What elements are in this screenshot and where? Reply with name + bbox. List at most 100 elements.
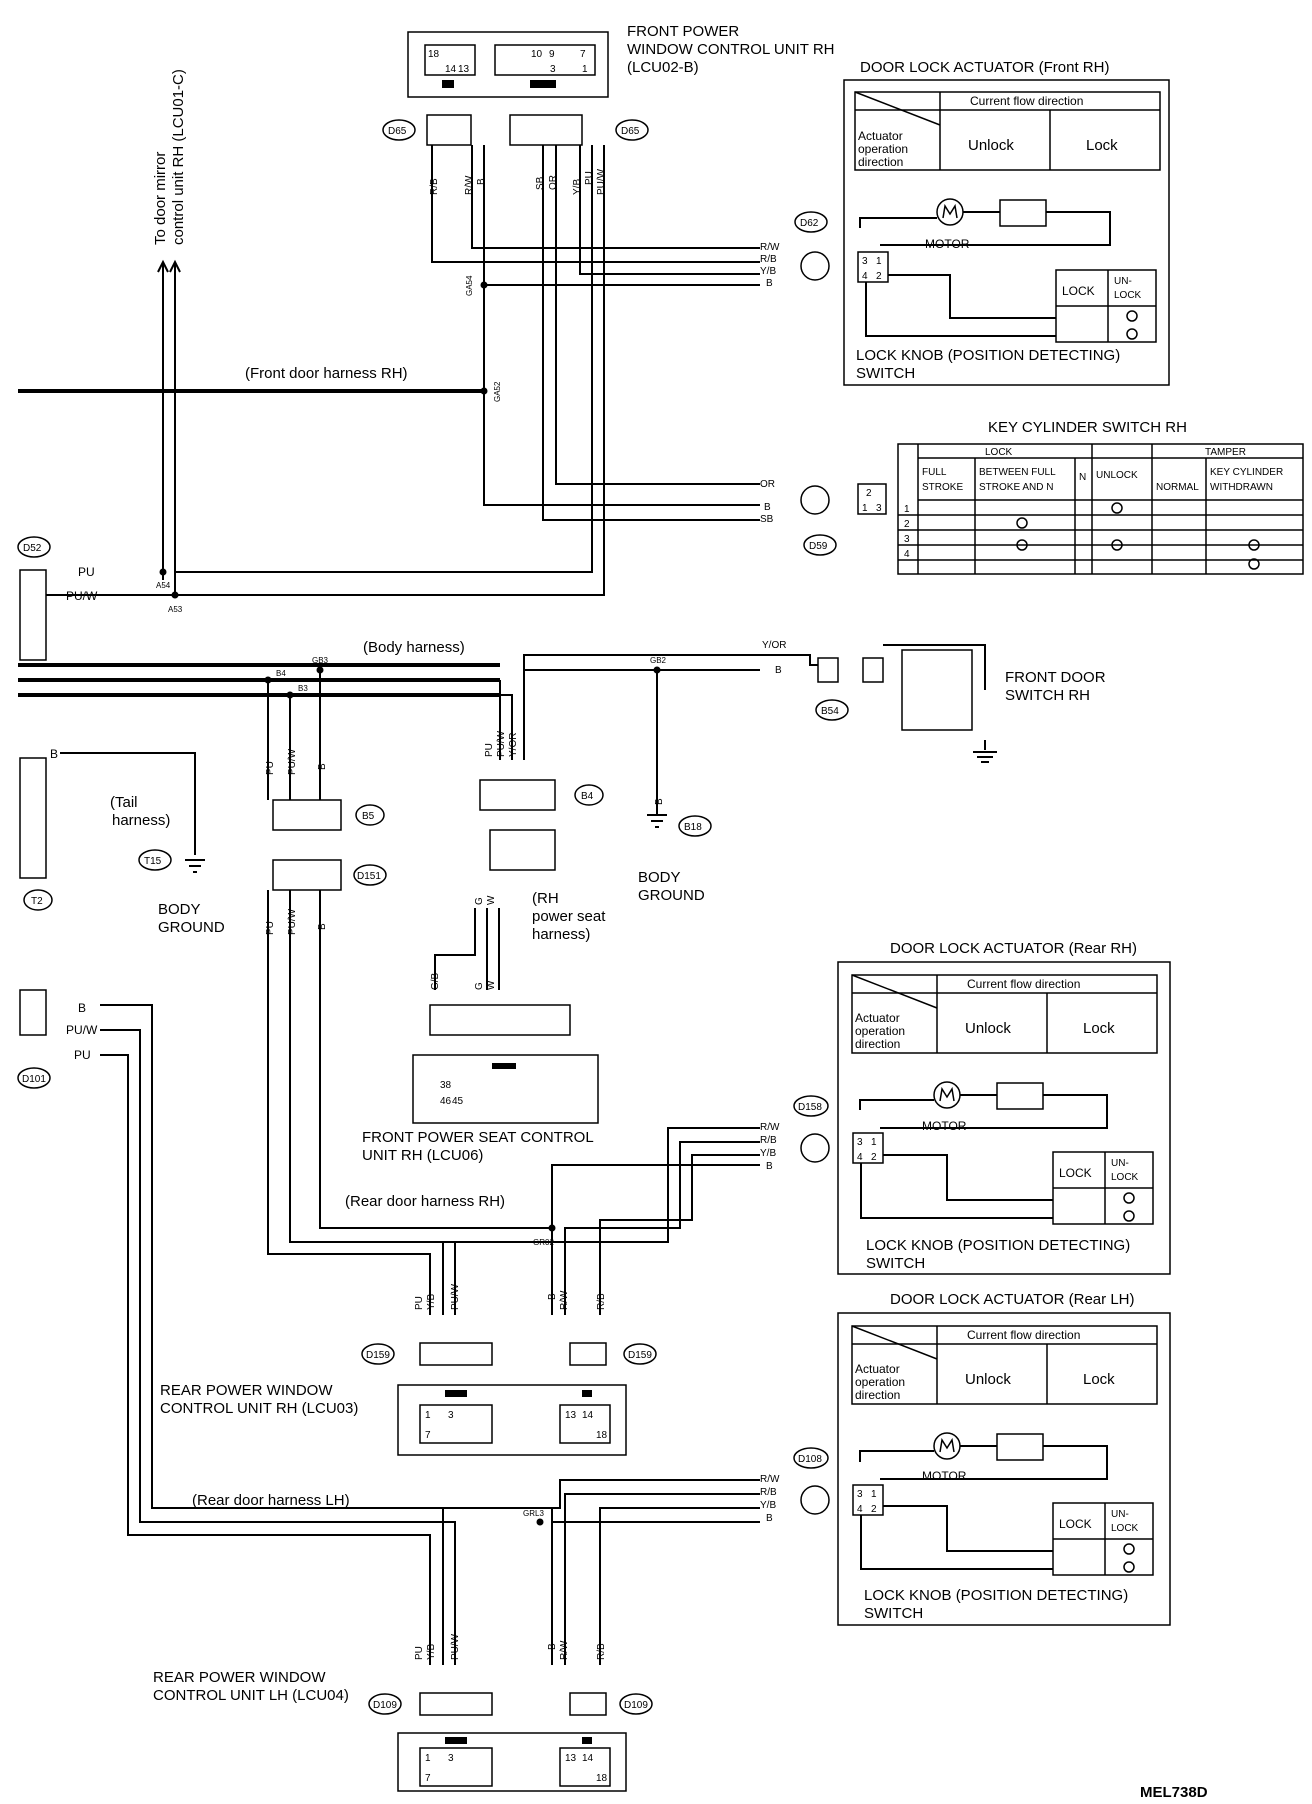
switch-lock: LOCK: [1062, 284, 1095, 298]
ground-label: BODY: [158, 901, 201, 918]
connector-d52: D52 PU PU/W: [17, 536, 98, 661]
contact-circle: [1111, 502, 1123, 514]
actuator-rear-lh: R/W R/B Y/B B D108 DOOR LOCK ACTUATOR (R…: [760, 1291, 1171, 1626]
unit-title: SWITCH RH: [1005, 687, 1090, 704]
splice-label: GB2: [650, 656, 667, 665]
wire-label: G: [474, 897, 485, 905]
pin-label: 9: [549, 49, 555, 60]
b18-tag: [678, 815, 712, 837]
wire-label: R/W: [760, 1122, 780, 1133]
switch-lock: LOCK: [1059, 1517, 1092, 1531]
wire-label: B: [317, 923, 328, 930]
pin-label: 2: [871, 1152, 877, 1163]
contact-circle: [1123, 1192, 1135, 1204]
wire-label: B: [50, 747, 58, 761]
wire-label: R/W: [464, 175, 475, 195]
connector-label: T2: [31, 896, 43, 907]
wire-puw: [500, 694, 513, 760]
key-col: N: [1079, 472, 1086, 483]
connector-d65-pair: D65 D65: [382, 114, 649, 146]
key-col: STROKE AND N: [979, 482, 1053, 493]
wire-label: G: [474, 982, 485, 990]
wire-b: [551, 1164, 760, 1228]
wire-yor: [523, 654, 760, 760]
lock-tab: [582, 1737, 592, 1744]
flow-header: Current flow direction: [967, 977, 1080, 991]
wire-label: R/W: [559, 1640, 570, 1660]
lock-label: Lock: [1083, 1371, 1115, 1388]
wire-gb: [434, 908, 476, 990]
contact-circle: [1111, 539, 1123, 551]
switch-label: SWITCH: [864, 1605, 923, 1622]
splice-dot: [536, 1518, 544, 1526]
connector-circle: [800, 251, 830, 281]
lock-tab: [445, 1390, 467, 1397]
wire-label: PU/W: [66, 589, 98, 603]
pin-label: 1: [876, 256, 882, 267]
op-label: Actuator: [858, 129, 903, 143]
pin-block: [419, 1747, 493, 1787]
unit-title: UNIT RH (LCU06): [362, 1147, 483, 1164]
wire-label: B: [766, 1513, 773, 1524]
flow-header: Current flow direction: [967, 1328, 1080, 1342]
rear-door-rh-wires: (Rear door harness RH) GR02 PU Y/B PU/W …: [160, 1127, 760, 1456]
contact-circle: [1123, 1210, 1135, 1222]
wire-label: PU/W: [287, 748, 298, 775]
pin-block: [857, 483, 887, 515]
connectors-b5-d151: PU PU/W B B5 D151 PU PU/W B: [265, 748, 553, 1315]
harness-label: (Front door harness RH): [245, 365, 408, 382]
d151-tag: [353, 864, 387, 886]
contact-circle: [1123, 1543, 1135, 1555]
motor-m-icon: [939, 1437, 955, 1453]
connector-body: [862, 657, 884, 683]
pin-label: 45: [452, 1096, 464, 1107]
switch-unlock: UN-: [1114, 276, 1132, 287]
connector-d65-left: [426, 114, 472, 146]
op-label: Actuator: [855, 1011, 900, 1025]
motor-wire: [880, 211, 1111, 246]
connector-label: D52: [23, 543, 42, 554]
splice-label: GA52: [493, 381, 502, 402]
switch-wire: [883, 644, 986, 690]
wire-rw: [471, 145, 760, 249]
unit-title: CONTROL UNIT RH (LCU03): [160, 1400, 358, 1417]
connector-label: D108: [798, 1454, 822, 1465]
connector-b4: PU PU/W Y/OR B4 G W G/B G W (RH power se…: [430, 730, 606, 990]
table-diag: [851, 1325, 938, 1360]
unit-title: REAR POWER WINDOW: [160, 1382, 333, 1399]
b4-tag: [574, 784, 604, 806]
unit-title: FRONT POWER SEAT CONTROL: [362, 1129, 594, 1146]
connector-body: [429, 1004, 571, 1036]
wire-label: R/B: [760, 1135, 777, 1146]
harness-label: (RH: [532, 890, 559, 907]
pin-label: 1: [582, 64, 588, 75]
switch-label: LOCK KNOB (POSITION DETECTING): [864, 1587, 1128, 1604]
ground-icon: [185, 859, 205, 873]
ground-icon: [647, 814, 667, 828]
motor-wire: [859, 1099, 934, 1110]
lock-tab: [582, 1390, 592, 1397]
d62-connector: R/W R/B Y/B B D62: [760, 211, 830, 289]
pin-label: 1: [425, 1753, 431, 1764]
wire-label: B: [547, 1643, 558, 1650]
wire-label: R/B: [596, 1643, 607, 1660]
connector-label: D159: [628, 1350, 652, 1361]
splice-dot: [548, 1224, 556, 1232]
wire-pu: [100, 1054, 431, 1665]
wire-sb: [542, 145, 760, 521]
op-label: Actuator: [855, 1362, 900, 1376]
connector-body: [569, 1342, 607, 1366]
key-row: 2: [904, 519, 910, 530]
lock-mechanism-icon: [999, 199, 1047, 227]
key-col: FULL: [922, 467, 947, 478]
pin-label: 7: [425, 1773, 431, 1784]
wire-label: R/B: [760, 1487, 777, 1498]
connector-body: [419, 1342, 493, 1366]
wire-label: PU/W: [496, 730, 507, 757]
wire-label: B: [766, 278, 773, 289]
harness-label: (Tail: [110, 794, 138, 811]
connector-body: [272, 859, 342, 891]
connector-label: D59: [809, 541, 828, 552]
